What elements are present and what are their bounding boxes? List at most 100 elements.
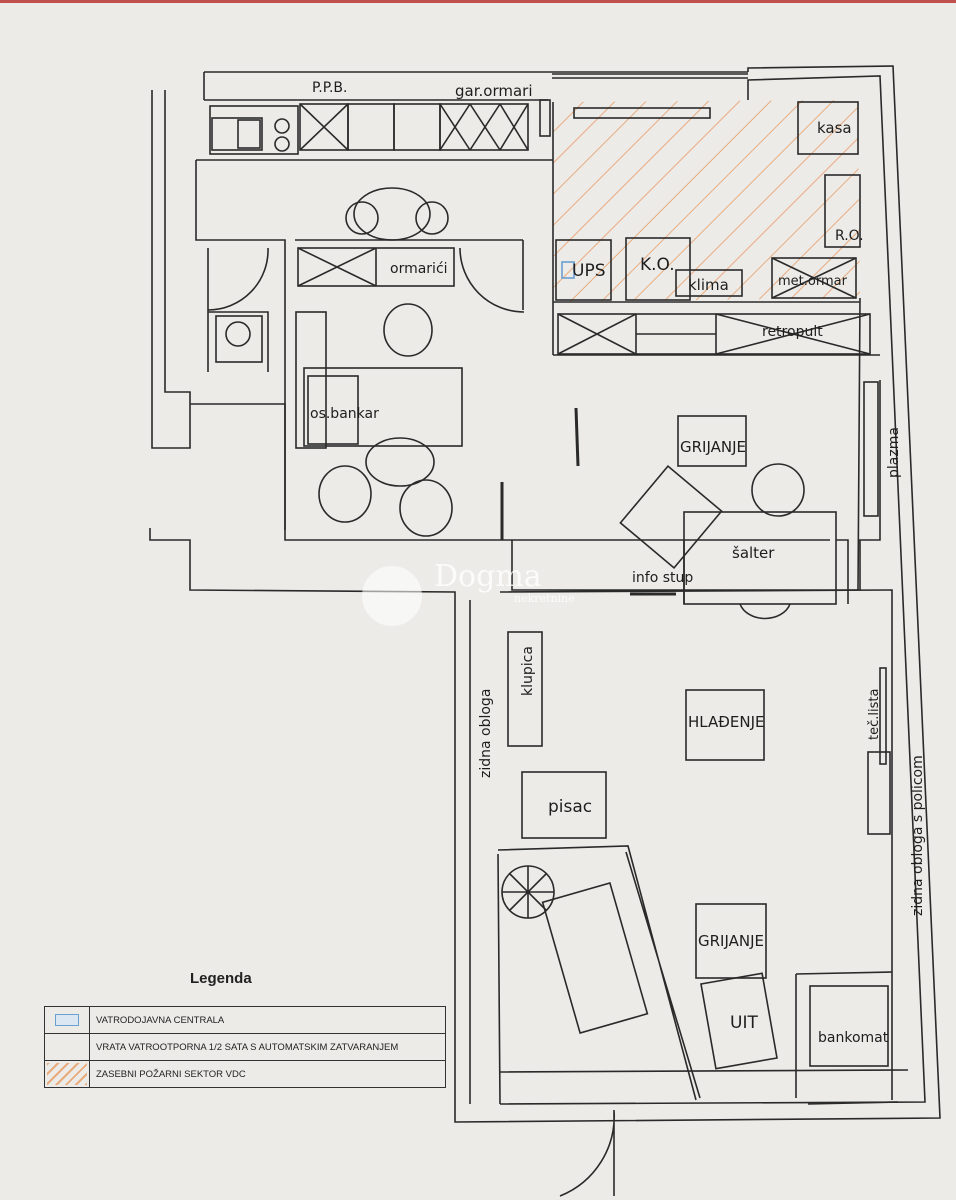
label-os-bankar: os.bankar (310, 406, 379, 422)
partition-walls (195, 102, 893, 1100)
gar-ormari-x (439, 103, 529, 151)
label-ormarici: ormarići (390, 261, 448, 277)
hladenje-unit (685, 689, 765, 761)
label-ro: R.O. (835, 228, 864, 244)
legend-swatch (45, 1061, 90, 1087)
kitchenette (209, 105, 299, 155)
label-uit: UIT (730, 1013, 758, 1033)
salter-stool (739, 603, 791, 620)
label-zidna-obloga-polica: zidna obloga s policom (910, 755, 926, 916)
label-pisac: pisac (548, 797, 592, 817)
salter-wall (683, 539, 849, 604)
label-kasa: kasa (817, 119, 852, 137)
sink (237, 119, 261, 149)
door-leaf (574, 407, 580, 467)
legend-row: VRATA VATROOTPORNA 1/2 SATA S AUTOMATSKI… (45, 1034, 445, 1061)
met-ormar-x (771, 257, 857, 299)
ormarici-x (297, 247, 377, 287)
ups-cabinet (555, 239, 612, 301)
info-stup-panel (619, 465, 723, 569)
label-info-stup: info stup (632, 570, 693, 586)
outer-wall (149, 65, 941, 1123)
retropult (557, 313, 871, 355)
klupica-bench (507, 631, 543, 747)
label-klima: klima (688, 276, 729, 294)
label-zidna-obloga: zidna obloga (478, 689, 494, 778)
office-chair (383, 303, 433, 357)
vdc-box (561, 261, 575, 279)
label-bankomat: bankomat (818, 1030, 889, 1046)
vdc-symbol-icon (55, 1014, 79, 1026)
window-top (552, 73, 748, 79)
cabinet (393, 103, 441, 151)
fire-sector-hatch (553, 100, 860, 302)
cabinet (347, 103, 395, 151)
office-door-swing (459, 247, 525, 313)
ro-cabinet (824, 174, 861, 248)
label-retropult: retropult (762, 324, 823, 340)
label-gar-ormari: gar.ormari (455, 82, 533, 100)
toilet-bowl (225, 321, 251, 347)
bankomat-machine (809, 985, 889, 1067)
plant-leaves (502, 866, 554, 918)
label-ups: UPS (572, 261, 606, 281)
table-half (365, 437, 435, 487)
legend-title: Legenda (190, 970, 252, 987)
ppb-x (299, 103, 349, 151)
watermark-brand: Dogma (434, 559, 542, 594)
label-tec-lista: teč.lista (867, 689, 882, 740)
desk (303, 367, 463, 447)
visitor-chair (399, 479, 453, 537)
label-plazma: plazma (886, 427, 902, 478)
visitor-chair (318, 465, 372, 523)
watermark: Dogma nekretnine (362, 559, 575, 626)
legend-swatch (45, 1034, 90, 1060)
legend: VATRODOJAVNA CENTRALA VRATA VATROOTPORNA… (44, 1006, 446, 1088)
label-hladenje: HLAĐENJE (688, 713, 764, 731)
klima-unit (675, 269, 743, 297)
legend-swatch (45, 1007, 90, 1033)
kasa-safe (797, 101, 859, 155)
wall-shelf (867, 751, 891, 835)
entrance-door-swing (559, 1109, 616, 1197)
label-grijanje-top: GRIJANJE (680, 438, 746, 456)
shelf-top (573, 107, 711, 119)
paper-edge (0, 0, 956, 3)
pisac-desk (521, 771, 607, 839)
gar-ormari-cabinets (439, 103, 529, 151)
burner (274, 118, 290, 134)
legend-row: ZASEBNI POŽARNI SEKTOR VDC (45, 1061, 445, 1087)
outer-wall-inner (204, 75, 926, 1105)
desk-return (295, 311, 327, 449)
legend-text: VRATA VATROOTPORNA 1/2 SATA S AUTOMATSKI… (96, 1041, 399, 1053)
watermark-logo (362, 566, 422, 626)
tec-lista-board (879, 667, 887, 765)
ko-cabinet (625, 237, 691, 301)
angled-desk (541, 881, 649, 1035)
left-wall (151, 90, 286, 530)
label-met-ormar: met.ormar (778, 274, 848, 289)
chair (345, 201, 379, 235)
watermark-sub: nekretnine (514, 592, 575, 605)
retropult-dividers (557, 313, 871, 355)
post (539, 99, 551, 137)
legend-text: ZASEBNI POŽARNI SEKTOR VDC (96, 1068, 246, 1080)
grijanje-top-unit (677, 415, 747, 467)
toilet (215, 315, 263, 363)
service-chair (751, 463, 805, 517)
angled-counter (497, 845, 909, 1105)
bankomat-enclosure (795, 971, 899, 1105)
burner (274, 136, 290, 152)
label-salter: šalter (732, 544, 775, 562)
wc-door-swing (207, 247, 269, 311)
label-ko: K.O. (640, 255, 675, 275)
hatch-symbol-icon (47, 1063, 87, 1085)
met-ormar (771, 257, 857, 299)
legend-row: VATRODOJAVNA CENTRALA (45, 1007, 445, 1034)
chair (415, 201, 449, 235)
desk-monitor (307, 375, 359, 445)
legend-text: VATRODOJAVNA CENTRALA (96, 1014, 225, 1026)
label-grijanje-bottom: GRIJANJE (698, 932, 764, 950)
round-table (353, 187, 431, 241)
